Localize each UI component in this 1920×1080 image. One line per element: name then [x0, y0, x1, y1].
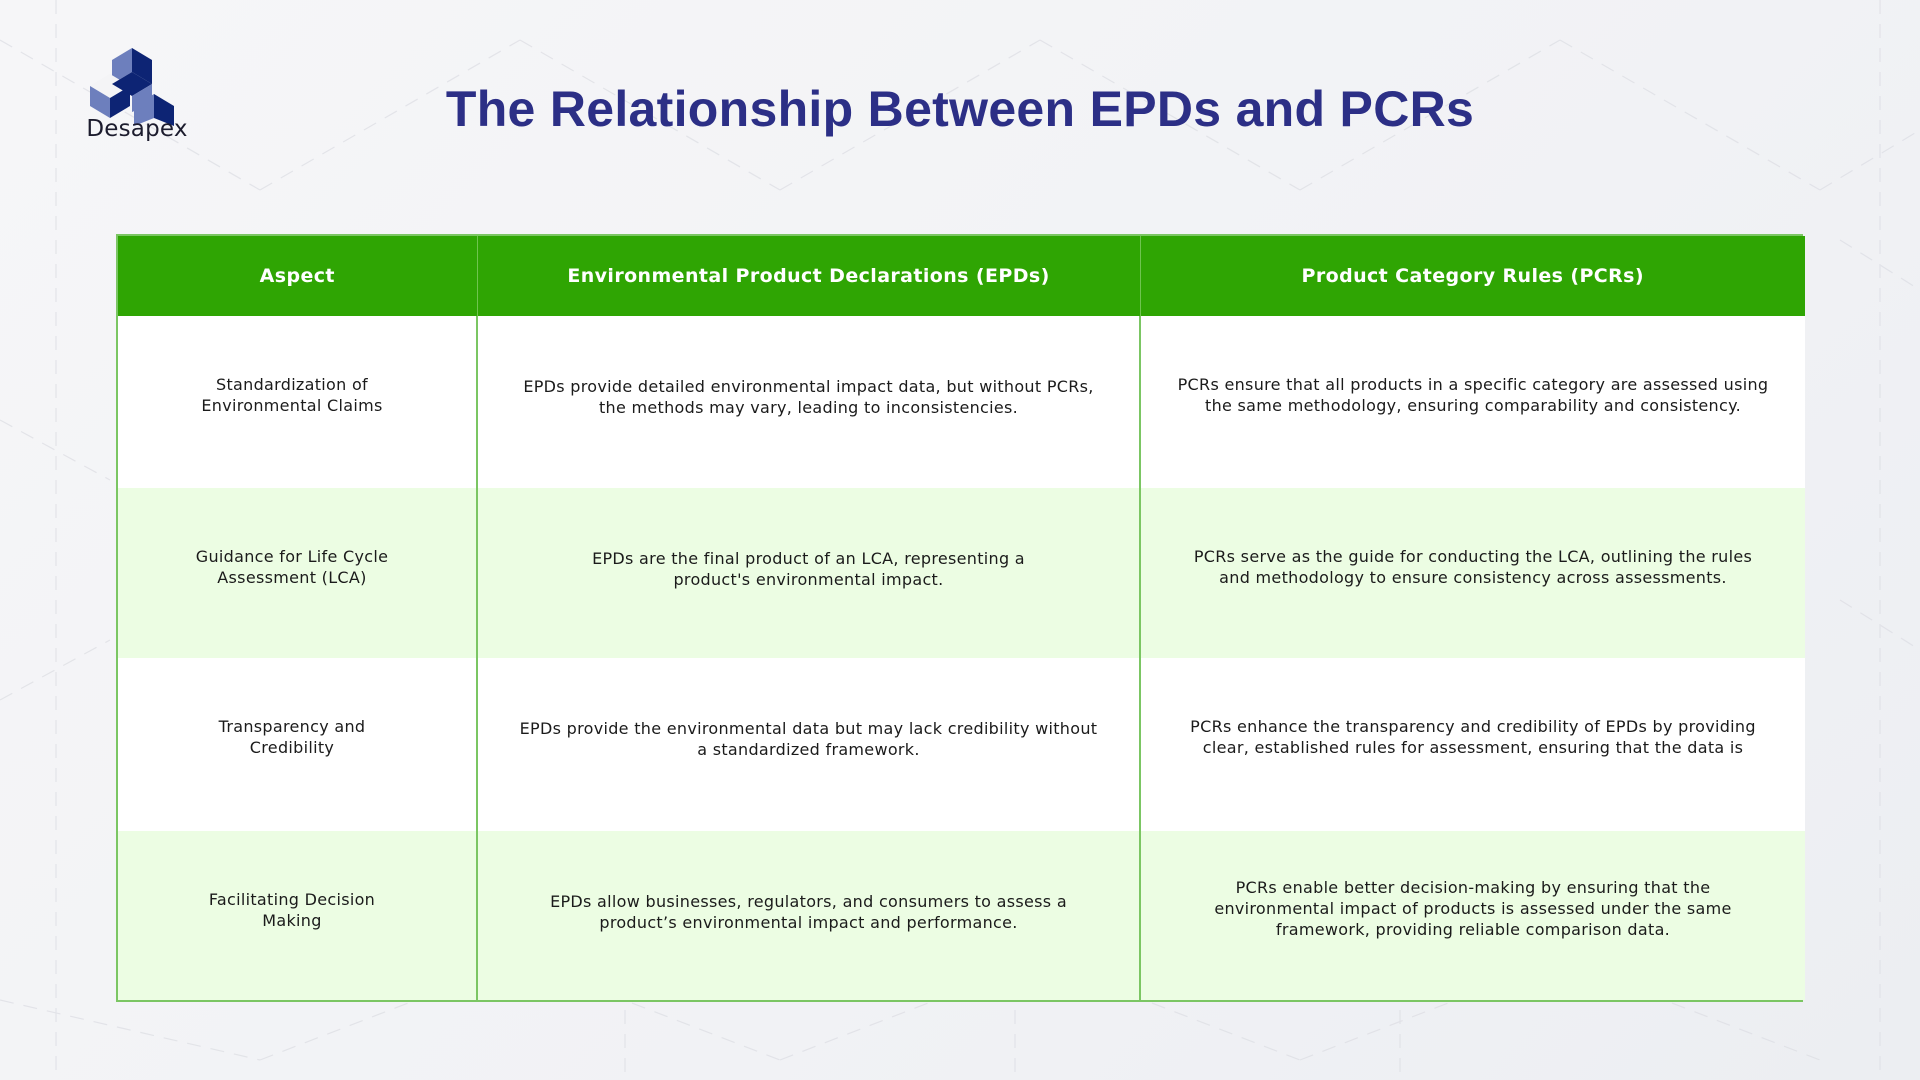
desapex-logo: Desapex — [82, 46, 192, 146]
epds-cell: EPDs are the final product of an LCA, re… — [477, 488, 1141, 658]
pcrs-cell: PCRs serve as the guide for conducting t… — [1140, 488, 1805, 658]
aspect-cell: Transparency and Credibility — [118, 658, 478, 831]
header-aspect: Aspect — [118, 236, 478, 316]
pcrs-cell: PCRs enhance the transparency and credib… — [1140, 658, 1805, 831]
brand-name: Desapex — [86, 116, 188, 142]
comparison-table: Aspect Environmental Product Declaration… — [116, 234, 1805, 1002]
table-row: Facilitating Decision Making EPDs allow … — [118, 831, 1805, 1000]
header-epds: Environmental Product Declarations (EPDs… — [477, 236, 1141, 316]
table-row: Standardization of Environmental Claims … — [118, 316, 1805, 488]
header-pcrs: Product Category Rules (PCRs) — [1140, 236, 1805, 316]
table-header-row: Aspect Environmental Product Declaration… — [118, 236, 1805, 316]
aspect-cell: Facilitating Decision Making — [118, 831, 478, 1000]
cube-logo-icon — [90, 48, 174, 126]
aspect-cell: Guidance for Life Cycle Assessment (LCA) — [118, 488, 478, 658]
pcrs-cell: PCRs enable better decision-making by en… — [1140, 831, 1805, 1000]
epds-cell: EPDs provide detailed environmental impa… — [477, 316, 1141, 488]
page-title: The Relationship Between EPDs and PCRs — [445, 81, 1475, 137]
epds-cell: EPDs provide the environmental data but … — [477, 658, 1141, 831]
pcrs-cell: PCRs ensure that all products in a speci… — [1140, 316, 1805, 488]
epds-cell: EPDs allow businesses, regulators, and c… — [477, 831, 1141, 1000]
table-row: Transparency and Credibility EPDs provid… — [118, 658, 1805, 831]
aspect-cell: Standardization of Environmental Claims — [118, 316, 478, 488]
table-row: Guidance for Life Cycle Assessment (LCA)… — [118, 488, 1805, 658]
